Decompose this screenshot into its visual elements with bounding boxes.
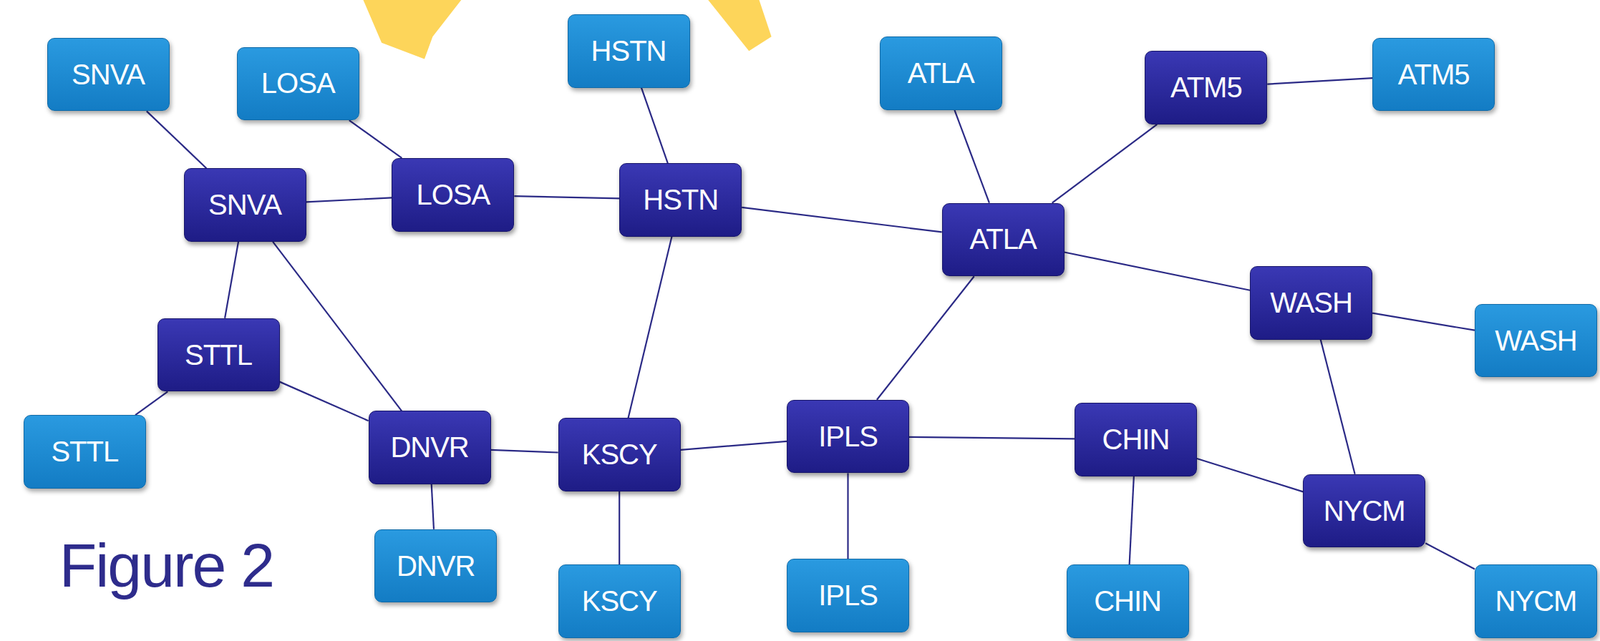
core-router-box: ATM5 <box>1144 50 1268 125</box>
node-label: ATLA <box>970 223 1037 256</box>
link-line <box>1425 543 1475 570</box>
link-line <box>1129 476 1134 566</box>
site-box: CHIN <box>1066 564 1190 639</box>
link-line <box>876 276 975 400</box>
node-label: STTL <box>50 435 119 469</box>
link-line <box>349 120 403 159</box>
node-label: IPLS <box>818 579 878 613</box>
link-line <box>279 382 369 422</box>
link-line <box>146 110 207 169</box>
core-router-box: CHIN <box>1074 403 1197 477</box>
core-router-box: DNVR <box>368 410 492 485</box>
core-router-box: STTL <box>157 318 280 393</box>
site-box: IPLS <box>786 559 910 633</box>
star-shape <box>708 0 772 51</box>
node-label: HSTN <box>591 35 667 68</box>
link-line <box>909 437 1075 439</box>
node-label: SNVA <box>208 188 282 222</box>
core-router-box: KSCY <box>558 418 681 492</box>
node-label: WASH <box>1269 287 1353 320</box>
link-line <box>1052 124 1158 204</box>
node-label: NYCM <box>1323 495 1406 528</box>
site-box: DNVR <box>374 529 497 604</box>
core-router-box: HSTN <box>619 163 742 237</box>
node-label: NYCM <box>1495 585 1578 618</box>
node-label: CHIN <box>1093 585 1162 618</box>
link-line <box>954 110 990 204</box>
link-line <box>306 197 393 202</box>
link-line <box>628 236 673 419</box>
link-line <box>1196 458 1303 492</box>
node-label: KSCY <box>582 438 658 472</box>
link-line <box>491 450 559 454</box>
site-box: ATLA <box>879 36 1003 111</box>
site-box: HSTN <box>567 14 691 89</box>
site-box: NYCM <box>1474 564 1598 639</box>
figure-caption: Figure 2 <box>59 530 275 602</box>
link-line <box>1372 313 1475 331</box>
core-router-box: IPLS <box>786 400 910 474</box>
link-line <box>1267 78 1373 85</box>
link-line <box>741 207 942 232</box>
star-shape <box>362 0 462 60</box>
site-box: LOSA <box>236 47 360 121</box>
link-line <box>431 484 434 530</box>
core-router-box: ATLA <box>942 203 1065 278</box>
link-line <box>680 441 787 451</box>
node-label: STTL <box>184 339 252 372</box>
link-line <box>641 88 668 164</box>
core-router-box: SNVA <box>183 168 307 242</box>
site-box: SNVA <box>47 37 170 112</box>
link-line <box>135 391 168 416</box>
node-label: KSCY <box>582 585 658 618</box>
node-label: IPLS <box>818 420 878 454</box>
link-line <box>846 473 849 560</box>
node-label: ATLA <box>907 57 975 90</box>
node-label: LOSA <box>416 178 491 212</box>
node-label: HSTN <box>642 183 719 217</box>
node-label: SNVA <box>71 58 145 91</box>
node-label: WASH <box>1494 325 1578 358</box>
site-box: KSCY <box>558 564 681 639</box>
site-box: ATM5 <box>1372 37 1495 112</box>
node-label: CHIN <box>1102 423 1170 457</box>
link-line <box>272 241 402 412</box>
site-box: STTL <box>23 415 147 489</box>
core-router-box: NYCM <box>1302 474 1426 549</box>
link-line <box>224 241 239 319</box>
link-line <box>1320 340 1356 475</box>
node-label: ATM5 <box>1170 71 1243 104</box>
node-label: ATM5 <box>1398 58 1470 91</box>
link-line <box>1064 252 1250 291</box>
core-router-box: LOSA <box>391 158 515 232</box>
core-router-box: WASH <box>1249 266 1373 341</box>
link-line <box>514 196 620 199</box>
node-label: LOSA <box>261 67 336 100</box>
node-label: DNVR <box>390 431 469 464</box>
link-line <box>618 491 620 565</box>
node-label: DNVR <box>396 550 475 583</box>
site-box: WASH <box>1474 304 1598 378</box>
